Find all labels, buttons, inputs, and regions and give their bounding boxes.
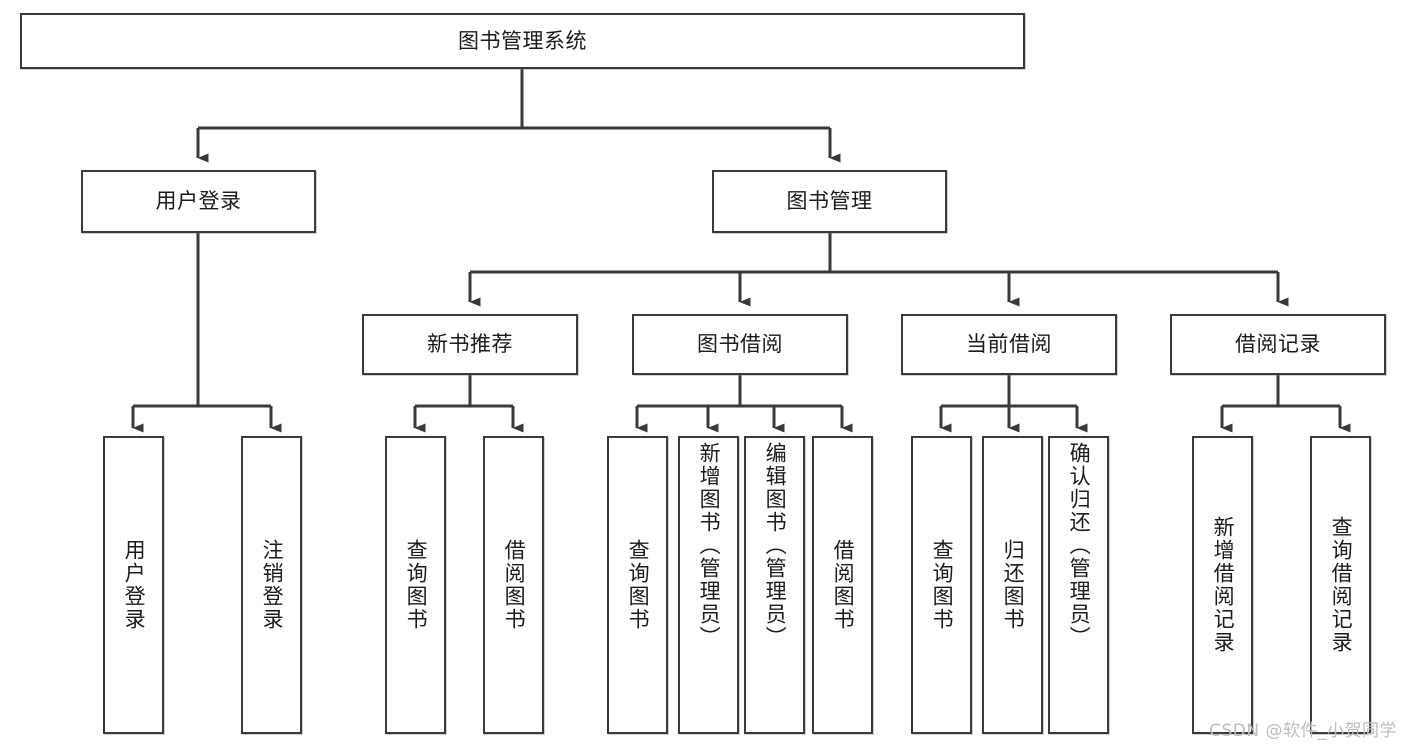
node-label: 新书推荐 — [427, 332, 513, 357]
node-root-book-management-system[interactable]: 图书管理系统 — [20, 13, 1025, 69]
csdn-watermark: CSDN @软件_小贺同学 — [1209, 721, 1397, 741]
leaf-user-login[interactable]: 用户登录 — [103, 436, 164, 734]
leaf-query-borrow-record[interactable]: 查询借阅记录 — [1310, 436, 1371, 734]
leaf-logout[interactable]: 注销登录 — [241, 436, 302, 734]
node-label: 图书管理系统 — [458, 28, 587, 53]
leaf-edit-book-admin[interactable]: 编辑图书（管理员） — [744, 436, 805, 734]
node-new-book-recommend[interactable]: 新书推荐 — [362, 314, 578, 375]
node-label: 查询借阅记录 — [1329, 516, 1354, 654]
node-label: 归还图书 — [1001, 539, 1026, 631]
node-label: 借阅图书 — [502, 539, 527, 631]
leaf-query-book-borrow[interactable]: 查询图书 — [607, 436, 668, 734]
node-label: 借阅记录 — [1235, 332, 1321, 357]
leaf-borrow-book-recommend[interactable]: 借阅图书 — [483, 436, 544, 734]
leaf-add-book-admin[interactable]: 新增图书（管理员） — [678, 436, 739, 734]
node-label: 图书借阅 — [697, 332, 783, 357]
node-label: 当前借阅 — [966, 332, 1052, 357]
node-label: 编辑图书（管理员） — [763, 442, 788, 649]
node-label: 查询图书 — [626, 539, 651, 631]
node-label: 查询图书 — [930, 539, 955, 631]
node-borrow-record[interactable]: 借阅记录 — [1170, 314, 1386, 375]
node-book-management[interactable]: 图书管理 — [712, 170, 947, 233]
node-book-borrow[interactable]: 图书借阅 — [632, 314, 848, 375]
node-label: 新增借阅记录 — [1211, 516, 1236, 654]
leaf-return-book[interactable]: 归还图书 — [982, 436, 1043, 734]
node-label: 注销登录 — [260, 539, 285, 631]
node-label: 新增图书（管理员） — [697, 442, 722, 649]
node-label: 查询图书 — [404, 539, 429, 631]
node-label: 用户登录 — [155, 189, 242, 214]
node-label: 借阅图书 — [831, 539, 856, 631]
node-label: 用户登录 — [122, 539, 147, 631]
node-label: 图书管理 — [786, 189, 873, 214]
node-label: 确认归还（管理员） — [1067, 442, 1092, 649]
leaf-query-book-recommend[interactable]: 查询图书 — [385, 436, 446, 734]
leaf-query-book-current[interactable]: 查询图书 — [911, 436, 972, 734]
node-user-login[interactable]: 用户登录 — [81, 170, 316, 233]
leaf-add-borrow-record[interactable]: 新增借阅记录 — [1192, 436, 1253, 734]
leaf-borrow-book[interactable]: 借阅图书 — [812, 436, 873, 734]
leaf-confirm-return-admin[interactable]: 确认归还（管理员） — [1048, 436, 1109, 734]
node-current-borrow[interactable]: 当前借阅 — [901, 314, 1117, 375]
